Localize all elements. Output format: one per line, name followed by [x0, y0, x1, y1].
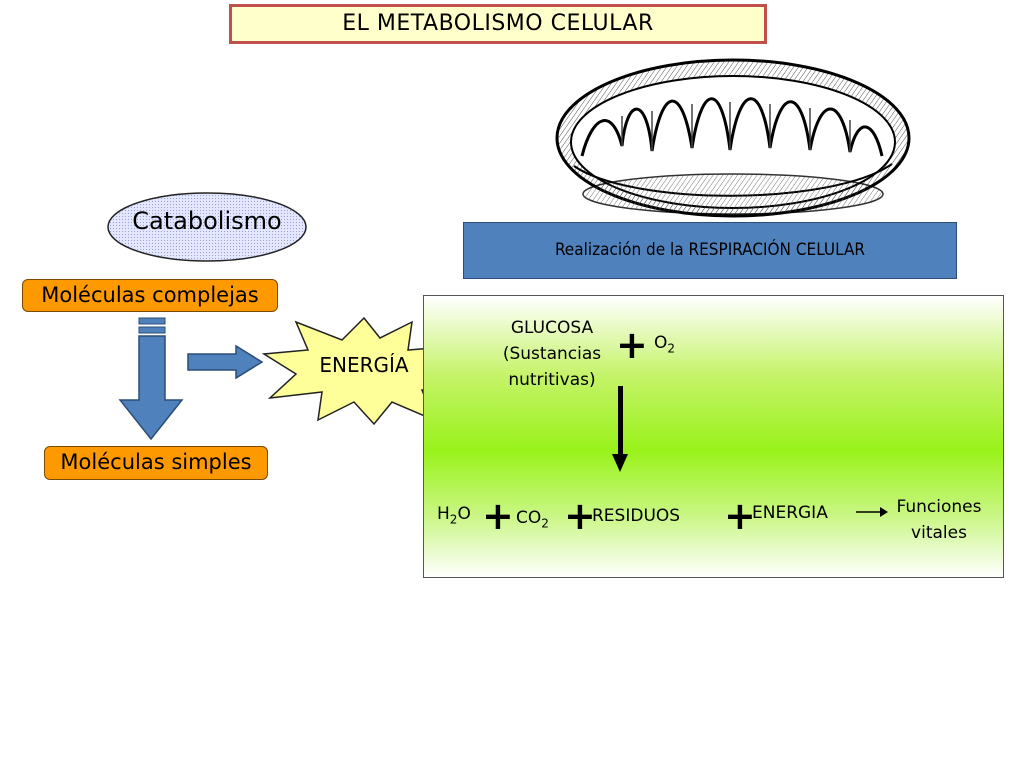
- funciones-text: Funciones: [896, 497, 982, 517]
- plus-icon: +: [564, 494, 596, 538]
- co2-label: CO2: [516, 508, 549, 530]
- funciones-vitales-label: Funciones vitales: [884, 494, 994, 546]
- energia-product-label: ENERGIA: [752, 503, 828, 523]
- moleculas-simples-box: Moléculas simples: [44, 446, 268, 480]
- page-title: EL METABOLISMO CELULAR: [229, 4, 767, 44]
- mitochondrion-illustration: [555, 58, 911, 218]
- nutritivas-text: nutritivas): [508, 370, 596, 390]
- glucosa-label: GLUCOSA (Sustancias nutritivas): [482, 315, 622, 393]
- h2o-subscript: 2: [449, 512, 458, 527]
- glucosa-text: GLUCOSA: [510, 318, 594, 338]
- plus-icon: +: [616, 323, 648, 367]
- arrow-right-icon: [856, 507, 888, 517]
- vitales-text: vitales: [911, 523, 967, 543]
- plus-icon: +: [724, 494, 756, 538]
- o2-subscript: 2: [667, 341, 676, 356]
- catabolismo-label: Catabolismo: [132, 207, 282, 235]
- down-arrow-icon: [118, 317, 184, 441]
- catabolismo-ellipse: [107, 192, 307, 262]
- h2o-h: H: [437, 504, 450, 524]
- sustancias-text: (Sustancias: [502, 344, 602, 364]
- moleculas-complejas-box: Moléculas complejas: [22, 279, 278, 312]
- energia-label: ENERGÍA: [319, 353, 409, 377]
- plus-icon: +: [482, 494, 514, 538]
- co2-co: CO: [516, 508, 542, 528]
- h2o-o: O: [457, 504, 471, 524]
- right-arrow-icon: [187, 344, 264, 380]
- o2-label: O2: [654, 333, 675, 355]
- respiracion-celular-box: Realización de la RESPIRACIÓN CELULAR: [463, 222, 957, 279]
- reaction-arrow-icon: [612, 386, 628, 472]
- respiracion-panel: [423, 295, 1004, 578]
- o2-o: O: [654, 333, 668, 353]
- residuos-label: RESIDUOS: [592, 506, 681, 526]
- h2o-label: H2O: [437, 504, 471, 526]
- co2-subscript: 2: [541, 516, 549, 531]
